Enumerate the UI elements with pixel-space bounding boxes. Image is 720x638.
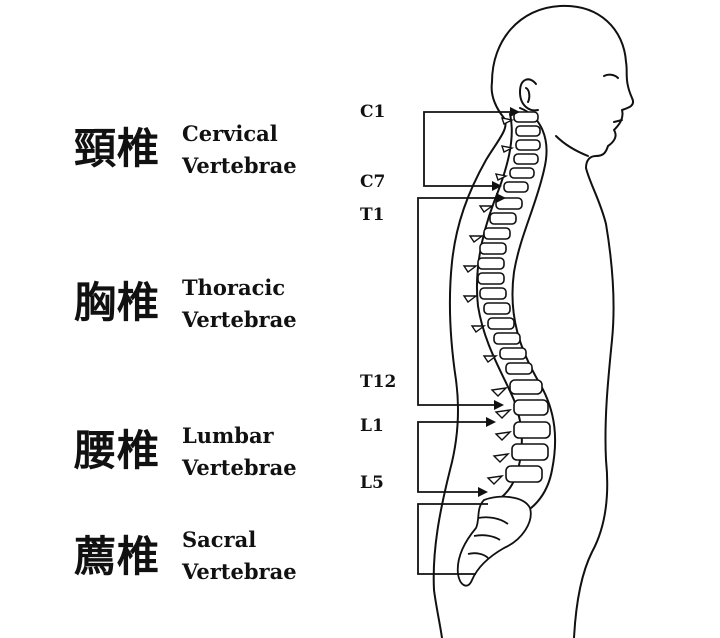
vertebra xyxy=(509,379,543,395)
vertebra xyxy=(479,287,507,300)
vertebra xyxy=(483,302,511,315)
vertebra xyxy=(505,465,543,483)
label-l1: L1 xyxy=(360,416,384,436)
sacrum xyxy=(456,495,532,587)
vertebra xyxy=(513,399,549,416)
region-brackets xyxy=(417,111,512,575)
sacral-bracket xyxy=(417,503,488,575)
lumbar-cjk-label: 腰椎 xyxy=(74,426,161,475)
sacral-vertebrae-word: Vertebrae xyxy=(182,559,297,584)
vertebra xyxy=(477,257,505,270)
cervical-english-label: Cervical Vertebrae xyxy=(182,118,297,182)
sacral-english-label: Sacral Vertebrae xyxy=(182,524,297,588)
pointer-arrows xyxy=(478,107,520,497)
vertebra xyxy=(515,139,541,151)
vertebra xyxy=(511,443,549,461)
label-c7: C7 xyxy=(360,172,386,192)
lumbar-vertebrae-word: Vertebrae xyxy=(182,455,297,480)
label-c1: C1 xyxy=(360,102,386,122)
thoracic-bracket xyxy=(417,197,498,406)
body-front-outline xyxy=(491,4,634,638)
vertebra xyxy=(495,197,523,210)
vertebra xyxy=(477,272,505,285)
vertebra xyxy=(499,347,527,360)
sacral-cjk-label: 薦椎 xyxy=(74,532,161,581)
lumbar-name: Lumbar xyxy=(182,423,274,448)
vertebra xyxy=(489,212,517,225)
label-l5: L5 xyxy=(360,473,384,493)
thoracic-cjk-label: 胸椎 xyxy=(74,278,161,327)
vertebra xyxy=(509,167,535,179)
lumbar-english-label: Lumbar Vertebrae xyxy=(182,420,297,484)
spinous-processes xyxy=(462,117,515,485)
vertebra xyxy=(513,421,551,439)
vertebra xyxy=(493,332,521,345)
vertebra xyxy=(513,111,539,123)
thoracic-vertebrae-word: Vertebrae xyxy=(182,307,297,332)
eye-icon xyxy=(603,73,619,79)
vertebrae-stack xyxy=(477,111,551,483)
label-t12: T12 xyxy=(360,372,397,392)
vertebra xyxy=(487,317,515,330)
thoracic-english-label: Thoracic Vertebrae xyxy=(182,272,297,336)
vertebra xyxy=(505,362,533,375)
vertebra xyxy=(503,181,529,193)
cervical-cjk-label: 頸椎 xyxy=(74,124,161,173)
ear-icon xyxy=(519,78,539,112)
sacral-name: Sacral xyxy=(182,527,257,552)
body-back-outline xyxy=(432,81,507,638)
vertebra xyxy=(483,227,511,240)
cervical-bracket xyxy=(423,111,512,187)
vertebra xyxy=(479,242,507,255)
thoracic-name: Thoracic xyxy=(182,275,286,300)
cervical-name: Cervical xyxy=(182,121,278,146)
neck-front xyxy=(555,135,589,157)
vertebra xyxy=(515,125,541,137)
cervical-vertebrae-word: Vertebrae xyxy=(182,153,297,178)
vertebra xyxy=(513,153,539,165)
lumbar-bracket xyxy=(417,421,488,493)
label-t1: T1 xyxy=(360,205,385,225)
mouth-icon xyxy=(613,119,623,123)
